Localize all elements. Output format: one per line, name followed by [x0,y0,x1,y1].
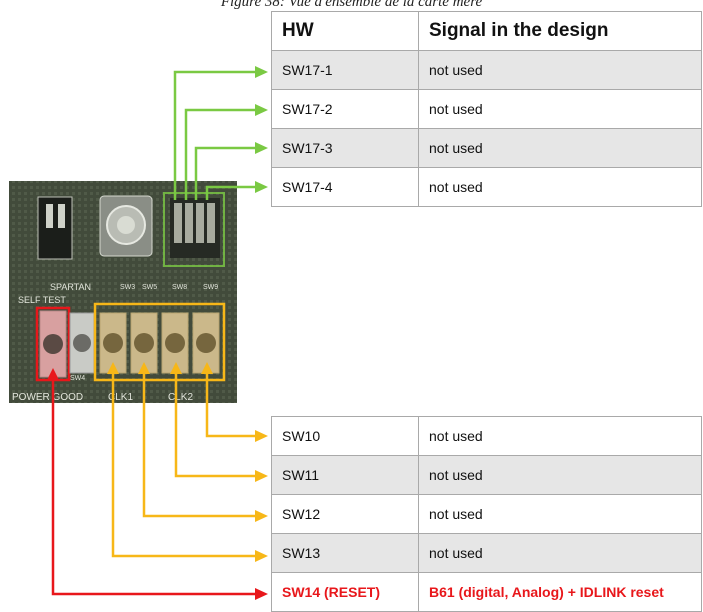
silk-sw8: SW8 [172,284,187,291]
signal-cell: not used [419,456,702,495]
table-row-reset: SW14 (RESET) B61 (digital, Analog) + IDL… [272,573,702,612]
signal-table-top: HW Signal in the design SW17-1 not used … [271,11,702,207]
green-arrows [175,72,255,200]
table-header-row: HW Signal in the design [272,12,702,51]
header-hw: HW [272,12,419,51]
signal-cell: not used [419,417,702,456]
table-row: SW17-2 not used [272,90,702,129]
silk-sw4: SW4 [70,375,85,382]
silk-sw5: SW5 [142,284,157,291]
table-row: SW12 not used [272,495,702,534]
signal-cell: B61 (digital, Analog) + IDLINK reset [419,573,702,612]
table-row: SW17-3 not used [272,129,702,168]
table-row: SW11 not used [272,456,702,495]
hw-cell: SW14 (RESET) [272,573,419,612]
signal-cell: not used [419,168,702,207]
hw-cell: SW17-2 [272,90,419,129]
silk-sw9: SW9 [203,284,218,291]
hw-cell: SW17-4 [272,168,419,207]
hw-cell: SW17-1 [272,51,419,90]
signal-cell: not used [419,495,702,534]
table-row: SW13 not used [272,534,702,573]
green-arrowheads [255,66,268,193]
silk-power-good: POWER GOOD [12,392,83,403]
signal-cell: not used [419,90,702,129]
silk-sw3: SW3 [120,284,135,291]
table-row: SW10 not used [272,417,702,456]
table-row: SW17-1 not used [272,51,702,90]
signal-table-bottom: SW10 not used SW11 not used SW12 not use… [271,416,702,612]
signal-cell: not used [419,534,702,573]
table-row: SW17-4 not used [272,168,702,207]
hw-cell: SW12 [272,495,419,534]
hw-cell: SW11 [272,456,419,495]
silk-clk2: CLK2 [168,392,193,403]
hw-cell: SW17-3 [272,129,419,168]
silk-self-test: SELF TEST [18,295,66,305]
hw-cell: SW10 [272,417,419,456]
silk-spartan: SPARTAN [50,282,91,292]
hw-cell: SW13 [272,534,419,573]
signal-cell: not used [419,129,702,168]
pcb-photo: SPARTAN SELF TEST SW3 SW5 SW8 SW9 SW4 PO… [9,181,237,403]
signal-cell: not used [419,51,702,90]
header-signal: Signal in the design [419,12,702,51]
